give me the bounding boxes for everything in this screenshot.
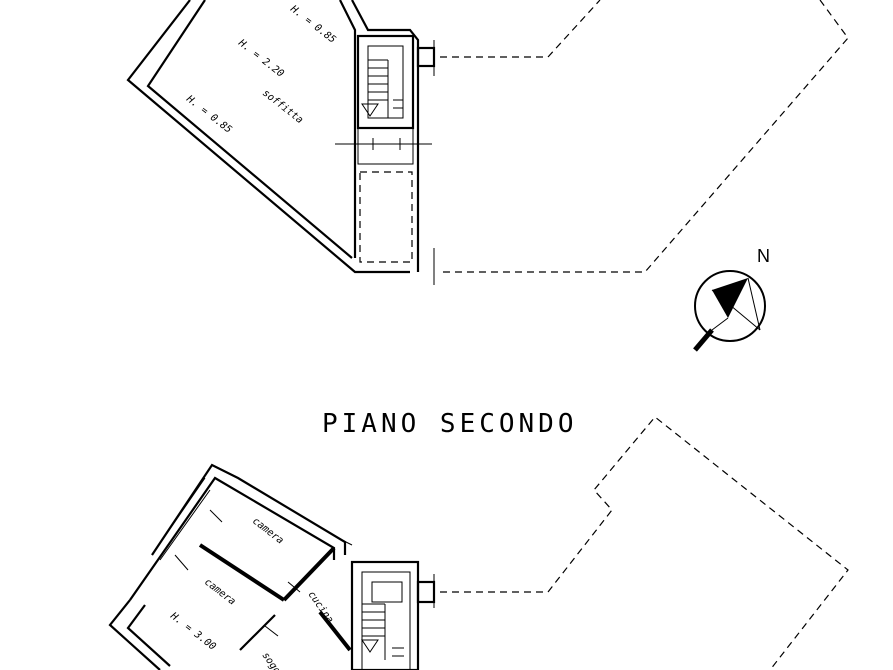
upper-label-height-top: H. = 0.85 [287,3,337,46]
lower-stair-box [350,560,420,670]
upper-stair-box [356,34,415,130]
lower-outer-wall-2 [129,476,336,601]
upper-plan: H. = 0.85 H. = 2.20 soffitta H. = 0.85 [126,0,849,285]
lower-label-room-1: camera [250,516,285,547]
compass-circle [694,270,766,342]
upper-shaft-dashed [359,171,413,263]
upper-label-height-low: H. = 0.85 [183,93,233,136]
upper-stair-inner [367,45,404,119]
lower-left-wall-inner [126,604,171,667]
partition-bedrooms [198,543,286,602]
lower-outer-wall [151,463,347,556]
upper-outer-wall [126,0,410,274]
lower-label-partial-room: soggiorno [260,650,300,670]
lower-connector [416,580,436,604]
floor-title: PIANO SECONDO [322,409,578,439]
lower-stair-core [371,581,403,603]
lower-stair-inner [361,571,411,670]
lower-label-kitchen: cucina [306,589,336,625]
lower-stair-treads [361,603,404,660]
lower-label-height: H. = 3.00 [167,610,217,653]
upper-stair-treads [361,59,403,118]
upper-right-wall-inner [339,0,357,258]
north-arrow: N [693,246,770,352]
partition-kitchen [282,546,336,602]
lower-left-wall [108,599,161,670]
upper-inner-wall [146,0,353,259]
partition-lower [318,610,352,652]
upper-landing [357,127,414,165]
upper-connector [416,46,436,68]
lower-plan: camera camera cucina H. = 3.00 soggiorno [108,416,849,670]
door-ticks [174,509,353,637]
upper-label-room: soffitta [260,88,305,126]
upper-label-height-mid: H. = 2.20 [235,37,285,80]
lower-balcony-strip [151,477,211,561]
partition-soggiorno [239,614,276,651]
north-label: N [757,246,770,266]
upper-terrace-outline [440,0,849,273]
lower-label-room-2: camera [202,577,237,608]
lower-terrace-outline [440,416,849,670]
compass-needle [712,278,748,318]
compass-tail [693,328,714,352]
upper-right-wall [351,0,420,272]
